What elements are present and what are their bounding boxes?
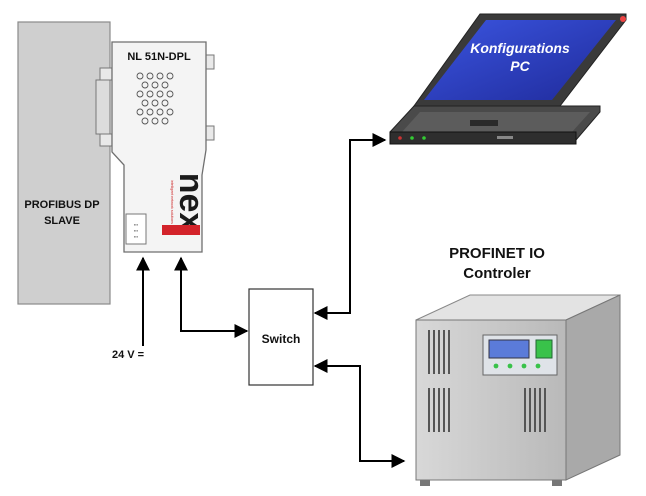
vent-hole xyxy=(136,72,144,80)
vent-slot xyxy=(438,388,440,432)
konfigurations-pc-laptop: Konfigurations PC xyxy=(389,13,627,145)
nex-logo: nex intelligent network solutions xyxy=(170,173,210,232)
svg-text:▪▪▪: ▪▪▪ xyxy=(134,222,139,227)
vent-slot xyxy=(433,330,435,374)
vent-slot xyxy=(428,330,430,374)
svg-text:▪▪▪: ▪▪▪ xyxy=(134,228,139,233)
controller-side xyxy=(565,294,621,481)
vent-hole xyxy=(146,108,154,116)
vent-hole xyxy=(141,117,149,125)
vent-hole xyxy=(151,117,159,125)
vent-hole xyxy=(166,108,174,116)
vent-hole xyxy=(141,81,149,89)
slave-label-line1: PROFIBUS DP xyxy=(24,199,99,211)
vent-slot xyxy=(428,388,430,432)
switch-label: Switch xyxy=(262,332,301,346)
nl51n-dpl-adapter: NL 51N-DPL ▪▪▪ ▪▪▪ ▪▪▪ nex intelligent n… xyxy=(95,41,215,253)
laptop-screen xyxy=(424,20,616,100)
vent-hole xyxy=(136,90,144,98)
laptop-screen-line1: Konfigurations xyxy=(470,40,570,56)
vent-hole xyxy=(161,99,169,107)
laptop-touchpad xyxy=(470,120,498,126)
adapter-dip-switch xyxy=(125,213,147,245)
vent-slot xyxy=(448,330,450,374)
vent-hole xyxy=(151,81,159,89)
adapter-body xyxy=(111,41,207,253)
vent-hole xyxy=(136,108,144,116)
profinet-io-controller xyxy=(415,294,621,486)
vent-hole xyxy=(166,90,174,98)
switch-controller-link xyxy=(313,359,406,468)
vent-hole xyxy=(141,99,149,107)
vent-slot xyxy=(438,330,440,374)
vent-slot xyxy=(539,388,541,432)
controller-title-line2: Controler xyxy=(463,265,531,282)
vent-hole xyxy=(161,117,169,125)
connector-screw-top xyxy=(99,67,113,81)
svg-text:nex: nex xyxy=(172,173,210,232)
vent-slot xyxy=(443,330,445,374)
nex-logo-red-bar xyxy=(162,225,200,235)
slave-panel xyxy=(17,21,111,305)
svg-text:intelligent network solutions: intelligent network solutions xyxy=(170,180,174,224)
laptop-front-edge xyxy=(389,131,577,145)
vent-slot xyxy=(529,388,531,432)
vent-slot xyxy=(524,388,526,432)
adapter-model-label: NL 51N-DPL xyxy=(127,51,191,63)
vent-slot xyxy=(443,388,445,432)
vent-hole xyxy=(156,90,164,98)
connector-screw-bottom xyxy=(99,133,113,147)
vent-hole xyxy=(161,81,169,89)
vent-hole xyxy=(146,90,154,98)
switch-box xyxy=(248,288,314,386)
power-label: 24 V = xyxy=(112,349,144,361)
vent-hole xyxy=(156,72,164,80)
switch-device: Switch xyxy=(248,288,314,386)
vent-hole xyxy=(151,99,159,107)
vent-slot xyxy=(534,388,536,432)
controller-green-button xyxy=(535,339,553,359)
vent-hole xyxy=(166,72,174,80)
vent-hole xyxy=(146,72,154,80)
controller-display xyxy=(488,339,530,359)
vent-slot xyxy=(433,388,435,432)
profibus-slave-device: PROFIBUS DP SLAVE xyxy=(17,21,111,305)
controller-vents xyxy=(428,330,546,432)
laptop-screen-line2: PC xyxy=(510,58,530,74)
switch-laptop-link xyxy=(313,133,387,320)
laptop-led xyxy=(620,16,626,22)
controller-title-line1: PROFINET IO xyxy=(449,245,545,262)
svg-text:▪▪▪: ▪▪▪ xyxy=(134,234,139,239)
vent-slot xyxy=(544,388,546,432)
adapter-switch-link xyxy=(174,256,249,338)
vent-slot xyxy=(448,388,450,432)
db9-plug xyxy=(95,79,111,135)
vent-hole xyxy=(156,108,164,116)
slave-label-line2: SLAVE xyxy=(44,215,80,227)
adapter-vent-grid xyxy=(136,72,174,125)
